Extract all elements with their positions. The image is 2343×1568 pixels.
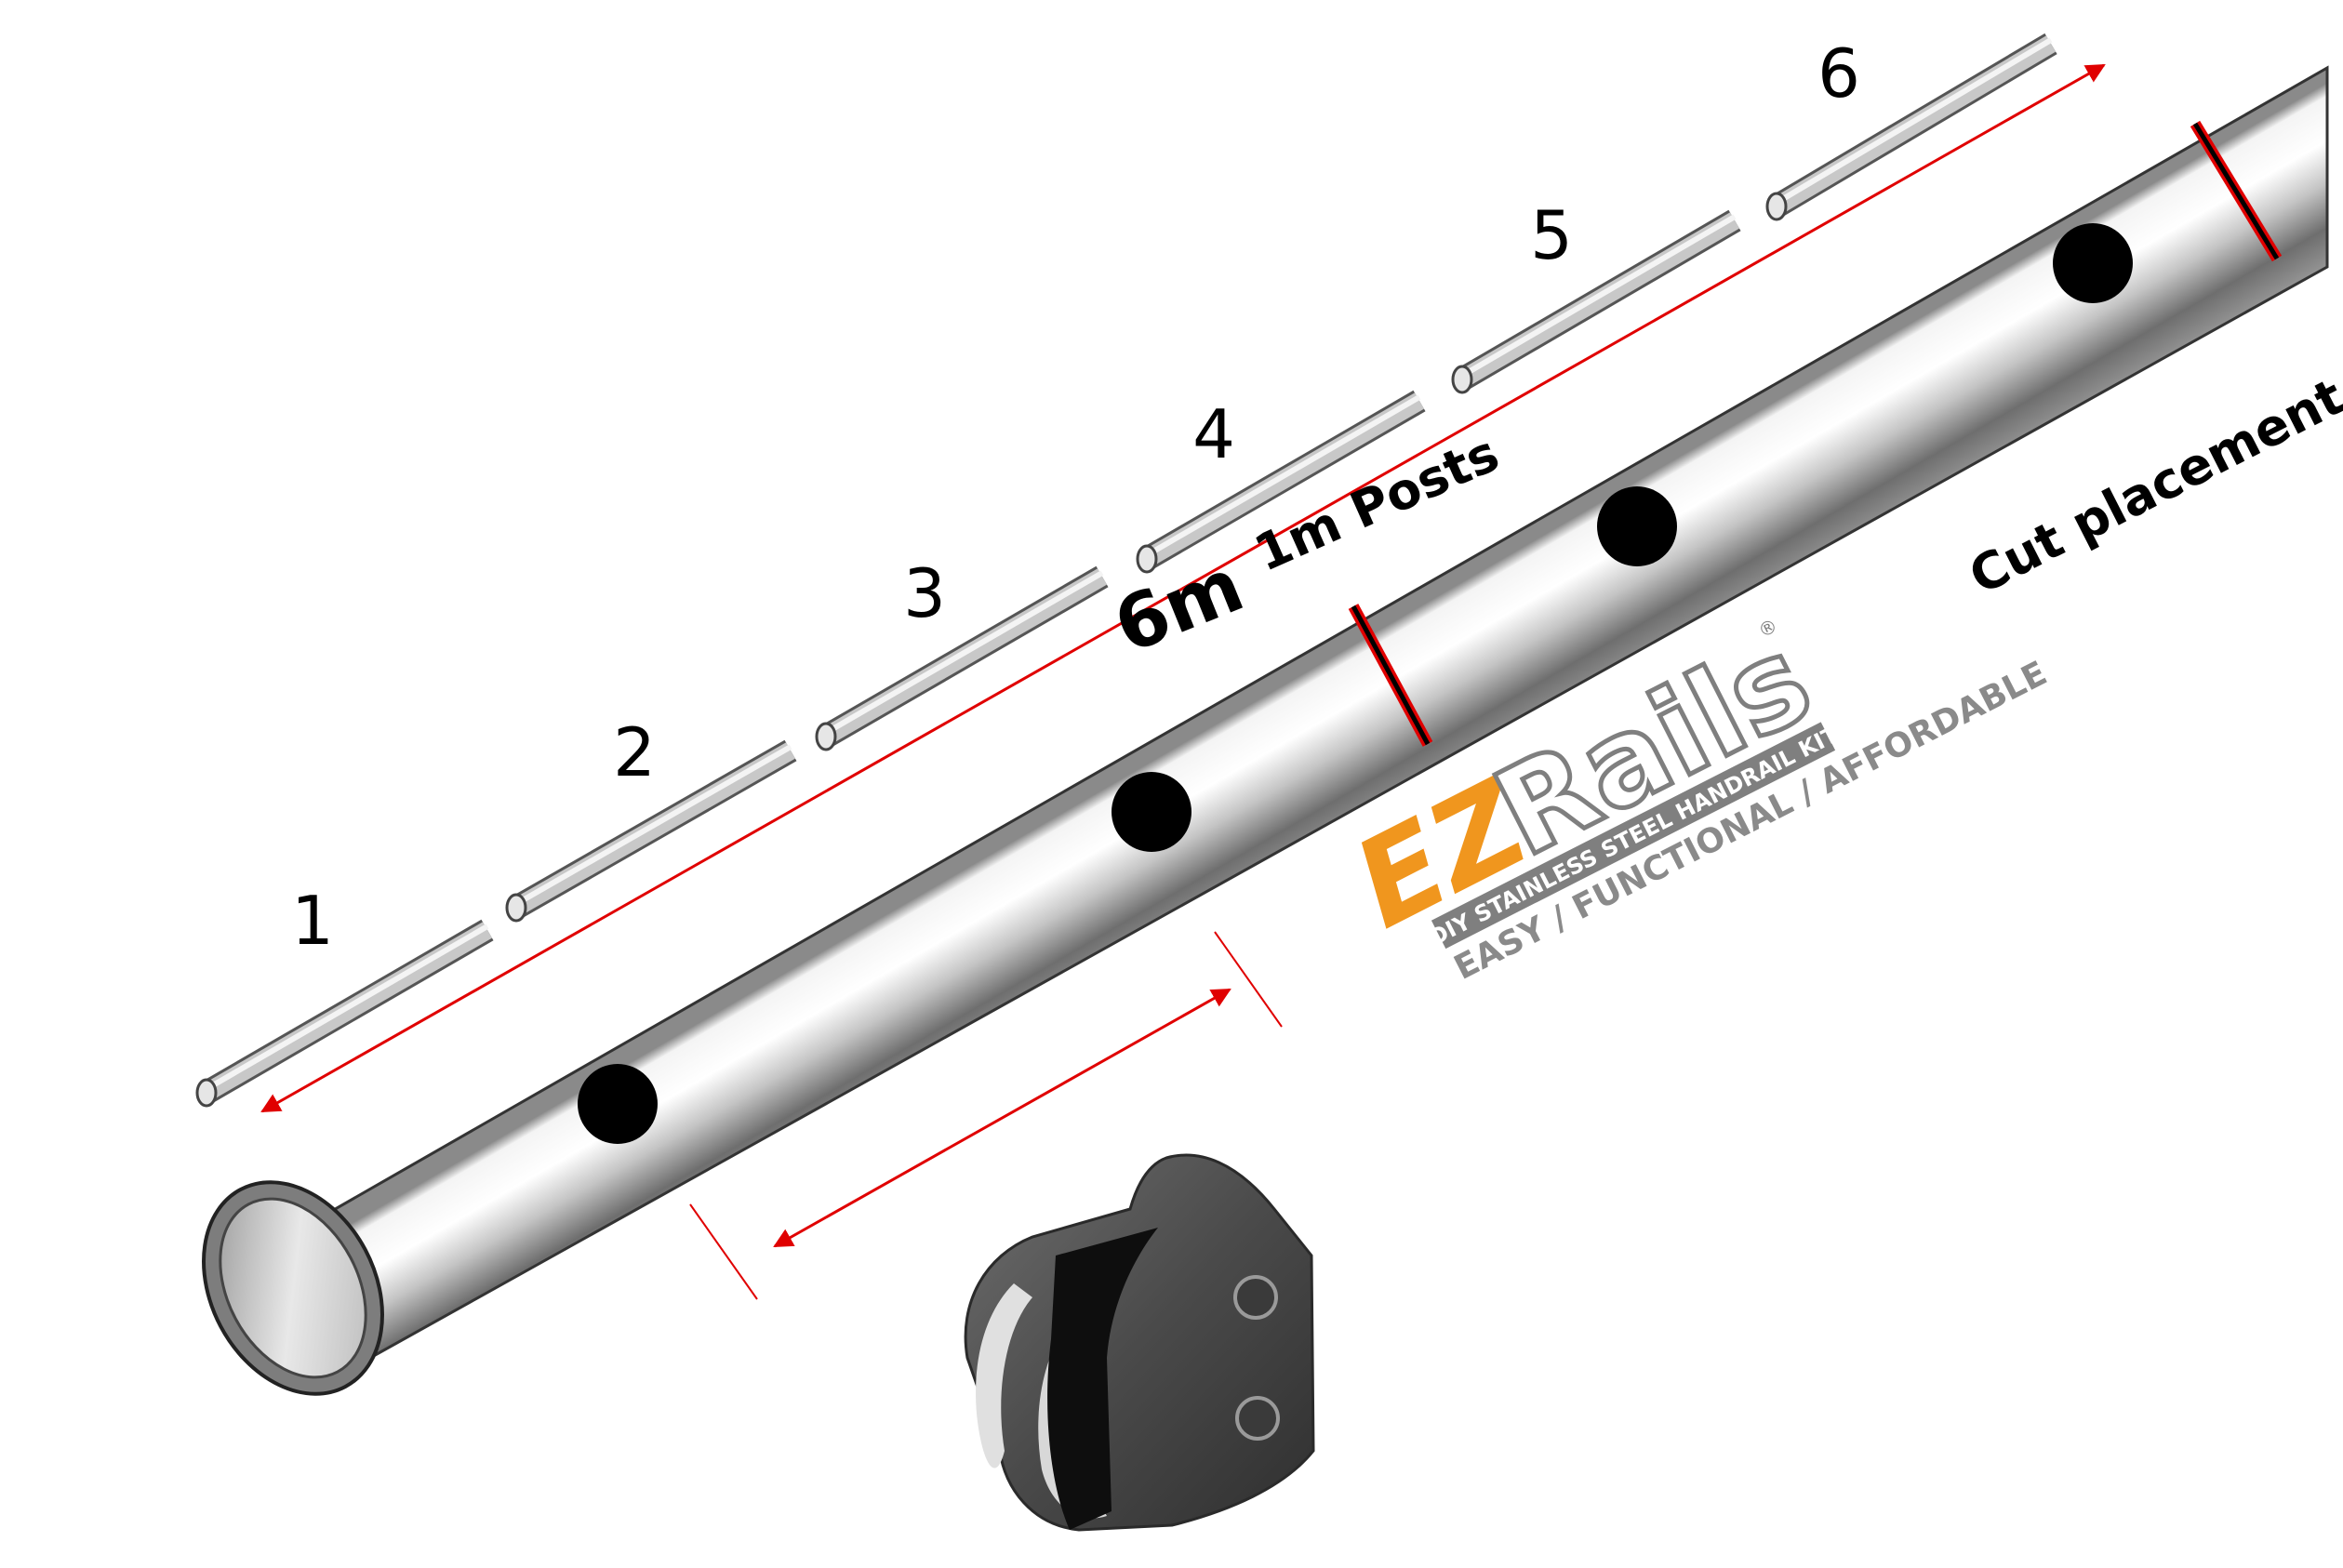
cut-mark-2 bbox=[2190, 120, 2283, 262]
post-3 bbox=[815, 565, 1109, 751]
post-label-1: 1 bbox=[291, 882, 334, 960]
post-label-6: 6 bbox=[1817, 34, 1860, 113]
post-label-2: 2 bbox=[613, 713, 656, 791]
post-spacing-dimension bbox=[689, 931, 1283, 1300]
post-end-cap bbox=[505, 893, 527, 923]
post-5 bbox=[1451, 209, 1741, 394]
post-end-cap bbox=[1136, 544, 1158, 574]
post-label-4: 4 bbox=[1192, 395, 1235, 473]
logo-subtitle-bar bbox=[1431, 722, 1836, 950]
post-end-cap bbox=[815, 722, 837, 751]
clamp-screw-1 bbox=[1233, 1275, 1278, 1320]
main-tube bbox=[202, 65, 2329, 1396]
post-label-3: 3 bbox=[903, 554, 946, 632]
cut-mark-1 bbox=[1348, 604, 1433, 747]
post-hole-marker-3 bbox=[1597, 486, 1677, 566]
post-end-cap bbox=[1765, 192, 1788, 221]
post-end-cap bbox=[195, 1078, 218, 1108]
clamp-screw-2 bbox=[1235, 1396, 1280, 1441]
post-1 bbox=[195, 919, 494, 1108]
glass-clamp-image bbox=[964, 1153, 1315, 1532]
post-label-5: 5 bbox=[1530, 196, 1573, 274]
post-6 bbox=[1765, 33, 2057, 221]
post-end-cap bbox=[1451, 365, 1473, 394]
post-hole-marker-4 bbox=[2053, 223, 2133, 303]
post-hole-marker-1 bbox=[578, 1064, 658, 1144]
post-hole-marker-2 bbox=[1112, 772, 1191, 852]
length-dimension-arrow bbox=[260, 63, 2106, 1113]
